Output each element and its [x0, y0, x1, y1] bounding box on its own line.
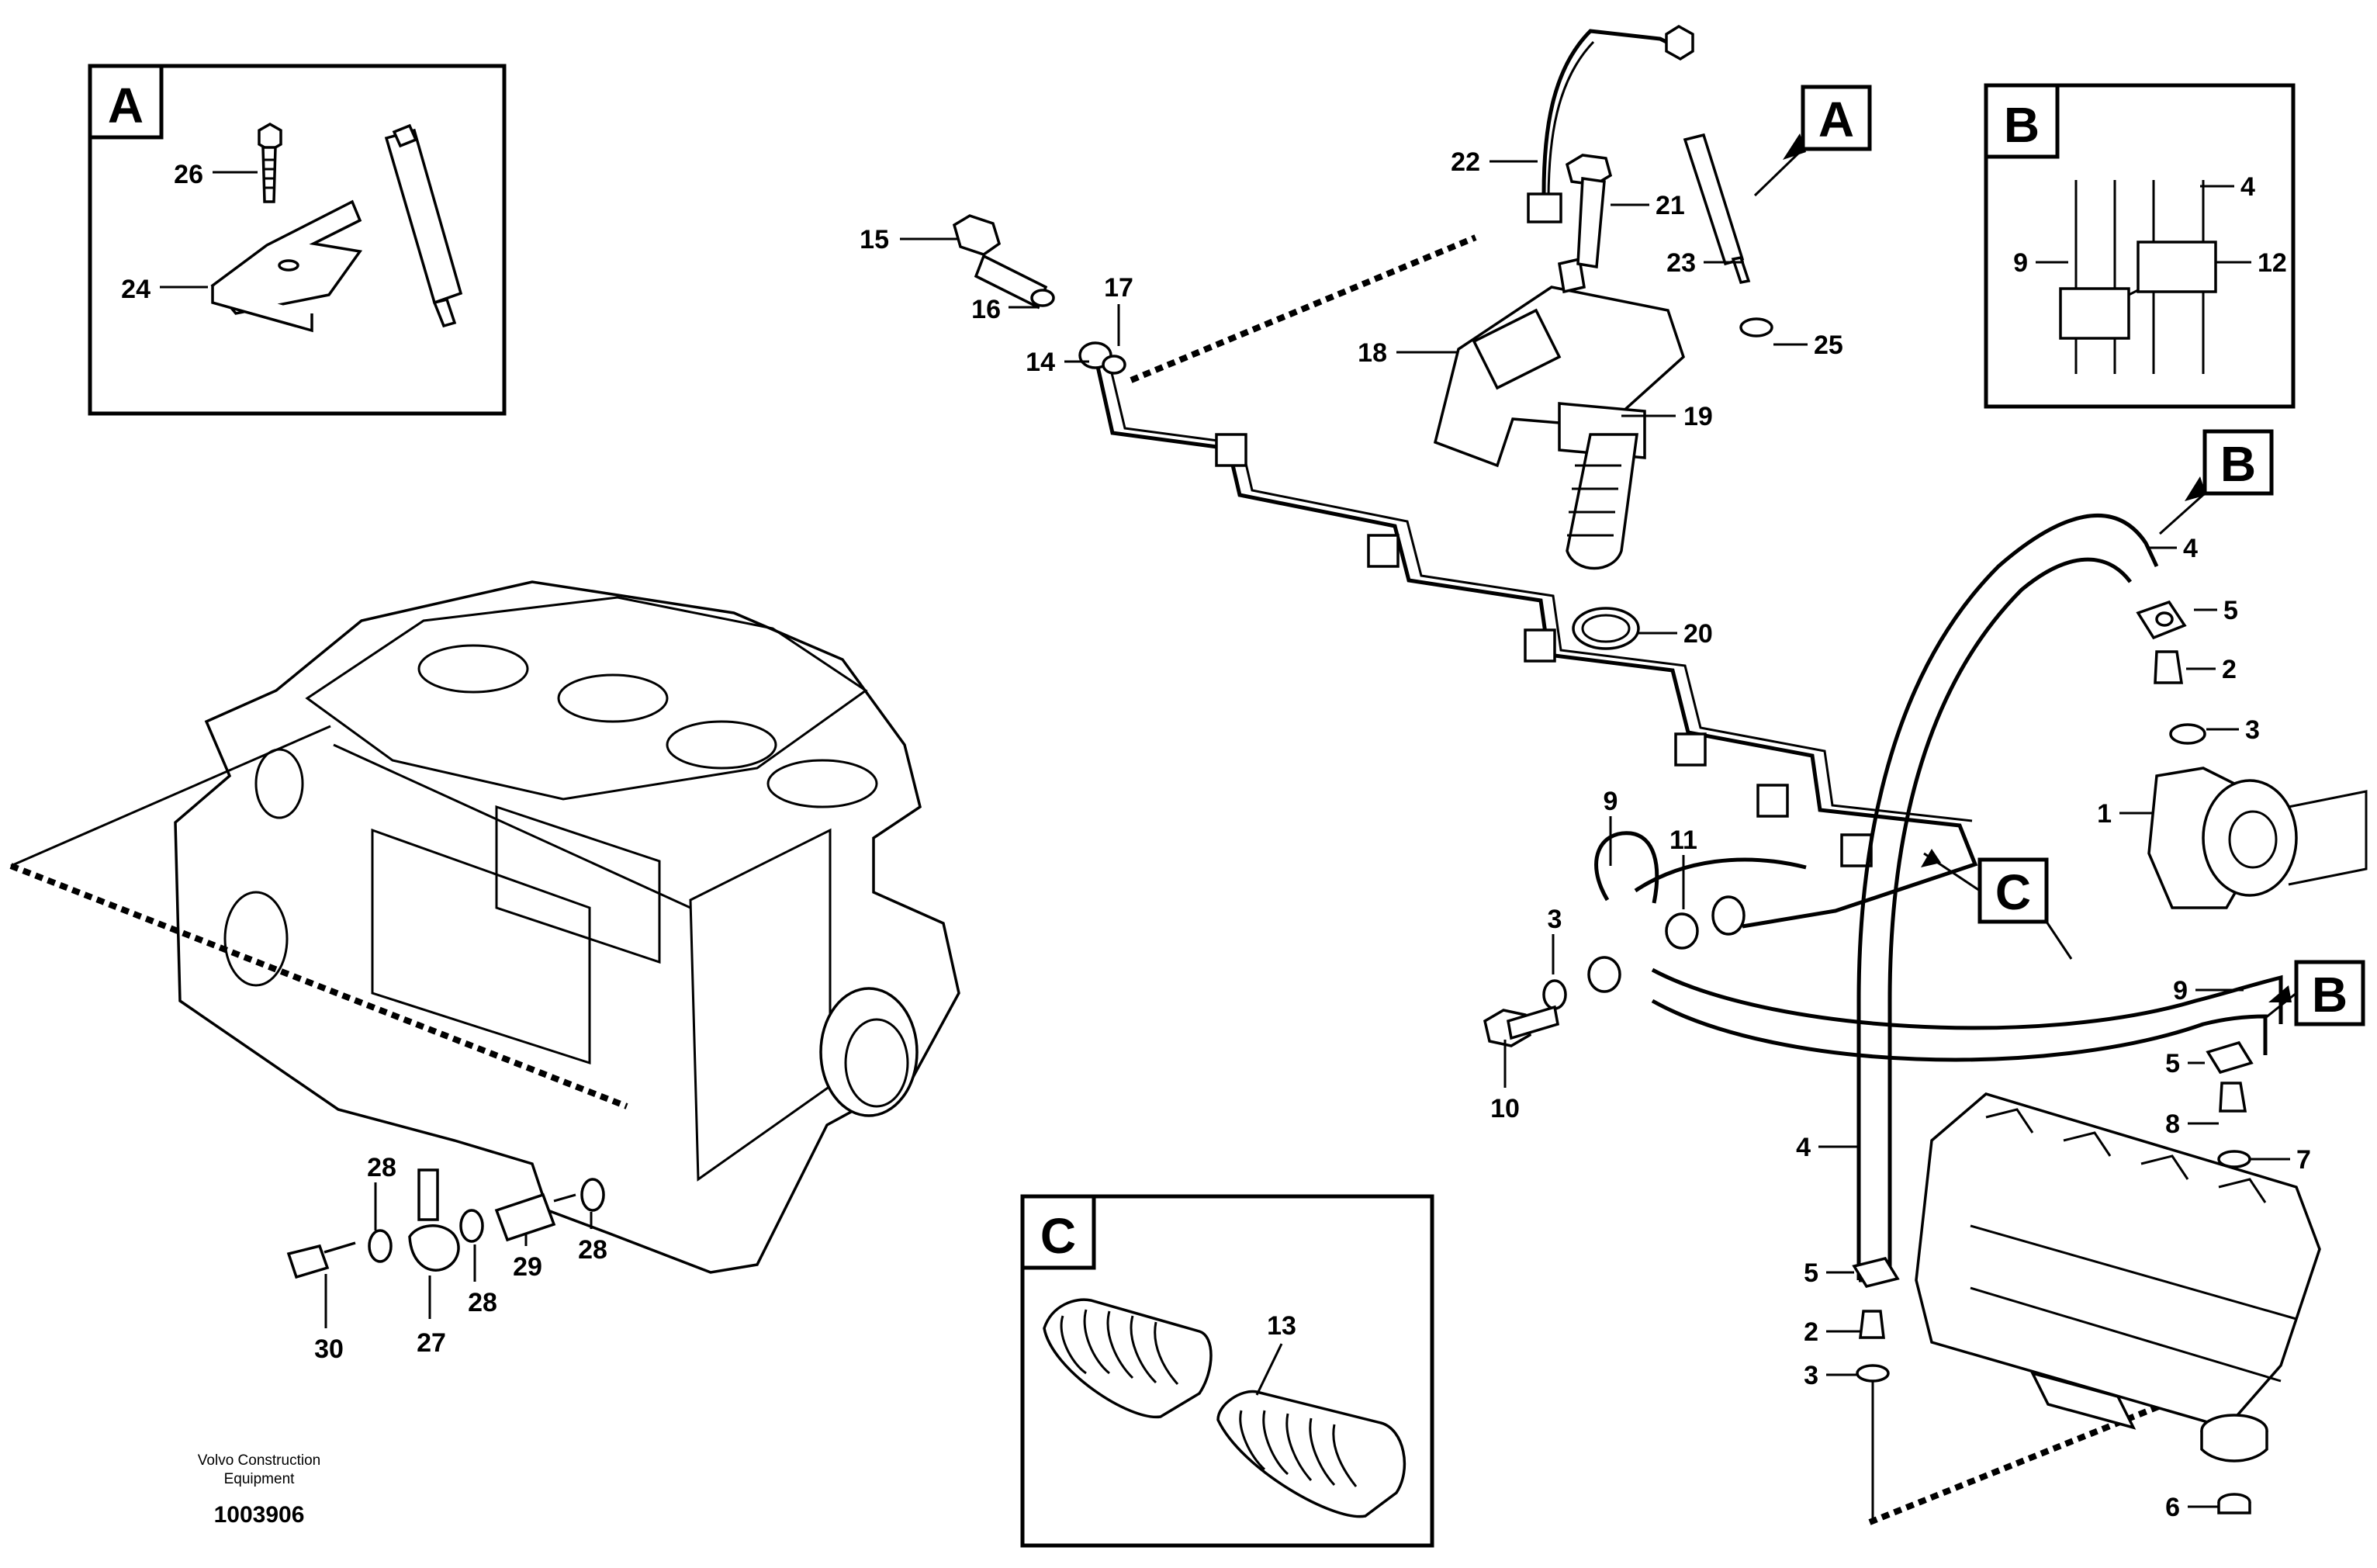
label-5-right: 5	[2165, 1049, 2180, 1078]
label-17: 17	[1104, 273, 1133, 303]
label-6: 6	[2165, 1493, 2180, 1522]
callout-b-top: B	[2158, 429, 2274, 535]
label-11: 11	[1669, 826, 1697, 855]
detail-box-b: B 9 12 4	[1984, 83, 2296, 409]
footer-illustration-id: 1003906	[214, 1502, 305, 1528]
callout-a-label: A	[1818, 92, 1854, 147]
fitting-stack-top	[2136, 600, 2368, 909]
label-1: 1	[2097, 799, 2112, 829]
label-19: 19	[1683, 402, 1713, 431]
label-21: 21	[1656, 191, 1685, 220]
label-3-top: 3	[2245, 715, 2260, 745]
label-9-banjo: 9	[1604, 787, 1618, 816]
bolt-21-drawing	[1565, 154, 1613, 269]
label-25: 25	[1814, 331, 1843, 360]
label-18: 18	[1358, 338, 1387, 368]
bellows-drawing	[1043, 1298, 1406, 1518]
label-4-bottom: 4	[1796, 1133, 1811, 1162]
dashed-leader-cooler	[1868, 1383, 2213, 1525]
banjo-fitting-drawing	[286, 1168, 605, 1279]
label-5-bottom: 5	[1804, 1258, 1818, 1288]
injector-drawing	[384, 123, 463, 328]
label-16: 16	[971, 295, 1001, 324]
label-10: 10	[1490, 1094, 1520, 1123]
label-15: 15	[860, 225, 889, 254]
injector-23-drawing	[1683, 133, 1773, 337]
footer-company-line2: Equipment	[224, 1471, 296, 1487]
dashed-leader-pump	[1130, 234, 1477, 383]
label-4-top: 4	[2183, 534, 2198, 563]
label-3-bottom: 3	[1804, 1361, 1818, 1390]
high-pressure-line-22	[1527, 24, 1694, 223]
label-14: 14	[1026, 348, 1055, 377]
label-8: 8	[2165, 1109, 2180, 1139]
label-28-b: 28	[468, 1288, 497, 1317]
engine-block-drawing	[174, 580, 960, 1274]
fitting-stack-bottom-left	[1852, 1256, 1900, 1522]
callout-a: A	[1753, 85, 1872, 197]
label-13: 13	[1267, 1311, 1296, 1341]
label-28-c: 28	[578, 1235, 607, 1265]
footer-company-line1: Volvo Construction	[198, 1452, 320, 1469]
label-2-top: 2	[2222, 655, 2237, 684]
label-2-bottom: 2	[1804, 1317, 1818, 1347]
label-9-hose: 9	[2173, 976, 2188, 1006]
detail-box-c-label: C	[1040, 1208, 1076, 1264]
fitting-stack-bottom-right	[2206, 1040, 2254, 1168]
label-22: 22	[1451, 147, 1480, 177]
detail-box-a-label: A	[108, 78, 144, 133]
label-30: 30	[314, 1334, 344, 1364]
dashed-leader-block	[9, 863, 628, 1109]
callout-b-mid-label: B	[2312, 967, 2348, 1023]
label-26: 26	[174, 160, 203, 189]
bolt-26-drawing	[258, 122, 282, 203]
detail-box-a: A 26 24	[88, 64, 507, 416]
detail-box-b-label: B	[2004, 97, 2040, 153]
label-27: 27	[417, 1328, 446, 1358]
oil-cooler-drawing	[1915, 1092, 2321, 1514]
label-7: 7	[2296, 1145, 2311, 1175]
hose-clamp-drawing	[2059, 180, 2217, 374]
callout-c: C	[1921, 849, 2073, 960]
label-23: 23	[1666, 248, 1696, 278]
detail-box-c: C 13	[1020, 1194, 1434, 1548]
label-29: 29	[513, 1252, 542, 1282]
fuel-line-14-drawing	[1078, 341, 1978, 936]
label-5-top: 5	[2223, 596, 2238, 625]
label-9-box-b: 9	[2013, 248, 2028, 278]
clamp-24-drawing	[210, 199, 363, 333]
label-4-box-b: 4	[2240, 172, 2255, 202]
label-3-banjo: 3	[1548, 905, 1562, 934]
banjo-9-drawing	[1483, 831, 1807, 1047]
label-12: 12	[2258, 248, 2287, 278]
leader-block-thin	[10, 725, 331, 867]
callout-b-top-label: B	[2220, 436, 2256, 492]
callout-c-label: C	[1995, 864, 2031, 920]
label-28-a: 28	[367, 1153, 396, 1182]
label-24: 24	[121, 275, 151, 304]
bolt-15-drawing	[952, 214, 1055, 310]
label-20: 20	[1683, 619, 1713, 649]
callout-b-mid: B	[2265, 960, 2365, 1026]
